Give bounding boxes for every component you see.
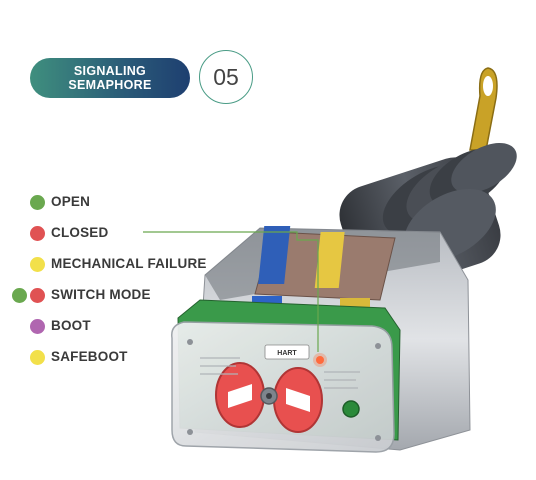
legend-label: SAFEBOOT [51,349,128,364]
front-panel: HART [171,321,395,453]
brand-text: HART [277,350,297,357]
top-plate [252,226,396,314]
legend-label: OPEN [51,194,91,209]
legend-label: MECHANICAL FAILURE [51,256,207,271]
step-number: 05 [213,63,239,90]
brand-logo [264,344,310,360]
green-dot-icon [12,288,27,303]
yellow-dot-icon [30,257,45,272]
callout-line [143,231,319,352]
green-dot-icon [30,195,45,210]
title-line-2: SEMAPHORE [68,78,152,92]
legend-label: CLOSED [51,225,109,240]
title-line-1: SIGNALING [73,64,147,78]
small-green-button[interactable] [342,400,360,418]
purple-dot-icon [30,319,45,334]
status-led-icon [316,356,324,364]
step-number-circle: 05 [199,50,253,104]
legend-label: BOOT [51,318,91,333]
section-title-badge: SIGNALING SEMAPHORE [30,58,190,98]
yellow-dot-icon [30,350,45,365]
legend-label: SWITCH MODE [51,287,151,302]
red-dot-icon [30,288,45,303]
red-dot-icon [30,226,45,241]
